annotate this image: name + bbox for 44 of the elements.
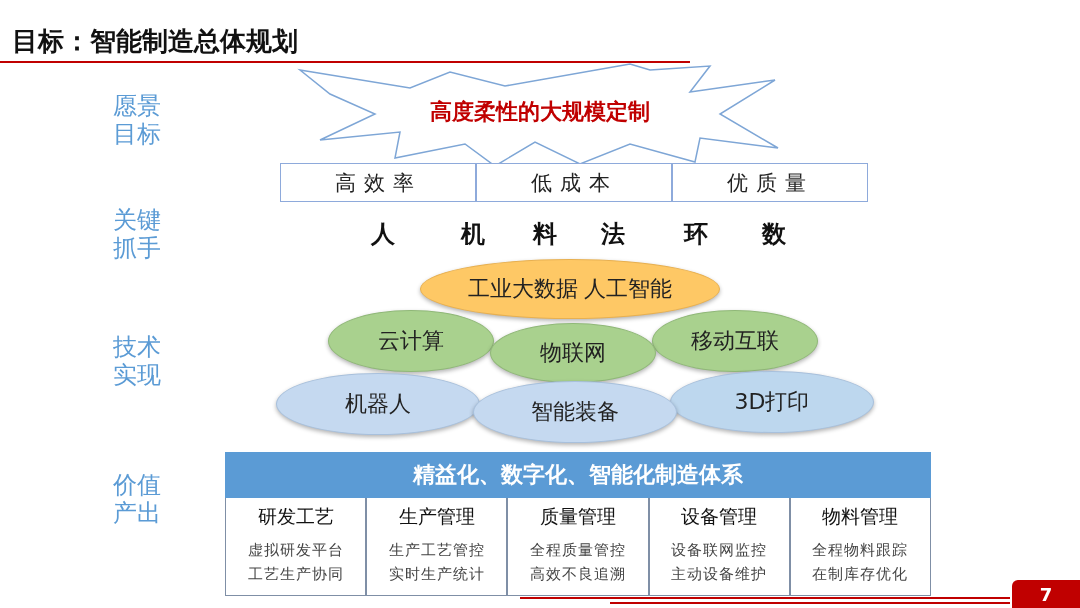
factor-label: 料 <box>533 218 557 250</box>
column-item: 生产工艺管控 <box>388 540 485 561</box>
value-column-cell <box>789 498 931 596</box>
column-item: 工艺生产协同 <box>247 564 344 585</box>
column-item: 在制库存优化 <box>812 564 909 585</box>
factor-label: 人 <box>371 218 395 250</box>
value-column-cell <box>225 498 367 596</box>
column-item: 全程物料跟踪 <box>812 540 909 561</box>
technology-ellipse: 云计算 <box>328 310 494 372</box>
technology-ellipse: 智能装备 <box>473 381 677 443</box>
column-heading: 物料管理 <box>822 504 899 529</box>
page-number-tab: 7 <box>1012 580 1080 608</box>
layer-label: 价值产出 <box>113 472 161 528</box>
layer-label: 愿景目标 <box>113 93 161 149</box>
column-heading: 设备管理 <box>681 504 758 529</box>
technology-ellipse: 物联网 <box>490 323 656 383</box>
column-heading: 生产管理 <box>398 504 475 529</box>
system-header-bar: 精益化、数字化、智能化制造体系 <box>225 452 931 498</box>
factor-label: 机 <box>461 218 485 250</box>
column-item: 虚拟研发平台 <box>247 540 344 561</box>
column-item: 主动设备维护 <box>671 564 768 585</box>
value-column-cell <box>507 498 649 596</box>
technology-ellipse: 机器人 <box>276 373 480 435</box>
factor-label: 数 <box>762 218 786 250</box>
layer-label: 技术实现 <box>113 334 161 390</box>
factor-label: 环 <box>684 218 708 250</box>
technology-ellipse: 3D打印 <box>670 371 874 433</box>
value-column-cell <box>648 498 790 596</box>
goal-cell: 优质量 <box>672 163 868 202</box>
factor-label: 法 <box>601 218 625 250</box>
vision-text: 高度柔性的大规模定制 <box>430 97 650 126</box>
value-column-cell <box>366 498 508 596</box>
column-item: 实时生产统计 <box>388 564 485 585</box>
column-heading: 研发工艺 <box>257 504 334 529</box>
column-item: 全程质量管控 <box>530 540 626 561</box>
goal-cell: 高效率 <box>280 163 476 202</box>
goal-cell: 低成本 <box>476 163 672 202</box>
layer-label: 关键抓手 <box>113 207 161 263</box>
page-title: 目标：智能制造总体规划 <box>12 25 298 58</box>
column-item: 设备联网监控 <box>671 540 768 561</box>
column-heading: 质量管理 <box>540 504 616 529</box>
column-item: 高效不良追溯 <box>530 564 626 585</box>
technology-ellipse: 移动互联 <box>652 310 818 372</box>
technology-ellipse: 工业大数据 人工智能 <box>420 259 720 319</box>
